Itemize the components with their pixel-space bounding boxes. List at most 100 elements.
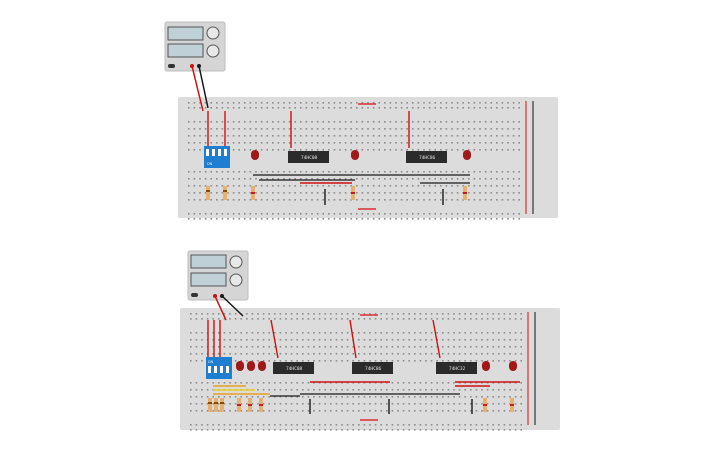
breadboard-hole bbox=[380, 429, 382, 431]
breadboard-hole bbox=[339, 178, 341, 180]
breadboard-hole bbox=[384, 192, 386, 194]
breadboard-hole bbox=[419, 382, 422, 384]
wire-power-black[interactable] bbox=[198, 65, 209, 109]
breadboard-hole bbox=[285, 382, 287, 384]
resistor-icon[interactable] bbox=[463, 186, 467, 200]
breadboard-hole bbox=[490, 199, 492, 201]
breadboard-hole bbox=[279, 410, 282, 412]
breadboard-hole bbox=[335, 360, 338, 362]
breadboard-hole bbox=[434, 213, 436, 215]
wire-power-black[interactable] bbox=[221, 295, 244, 317]
breadboard-hole bbox=[255, 149, 257, 151]
ic-chip-74hc32[interactable]: 74HC32 bbox=[436, 362, 477, 374]
breadboard-hole bbox=[484, 171, 487, 173]
power-supply-icon[interactable] bbox=[187, 250, 249, 301]
breadboard-hole bbox=[374, 429, 377, 431]
dip-switch-icon[interactable]: ON bbox=[206, 357, 232, 379]
breadboard-hole bbox=[412, 102, 414, 104]
breadboard-hole bbox=[367, 178, 369, 180]
resistor-icon[interactable] bbox=[510, 398, 514, 412]
breadboard-hole bbox=[389, 102, 392, 104]
resistor-icon[interactable] bbox=[206, 186, 210, 200]
breadboard-hole bbox=[296, 382, 298, 384]
resistor-icon[interactable] bbox=[214, 398, 218, 412]
dip-switch-icon[interactable]: ON bbox=[204, 146, 230, 168]
breadboard-hole bbox=[344, 128, 347, 130]
breadboard-hole bbox=[451, 149, 453, 151]
breadboard-hole bbox=[395, 149, 397, 151]
led-icon[interactable] bbox=[482, 361, 490, 371]
breadboard-hole bbox=[423, 102, 425, 104]
ic-chip-74hc08[interactable]: 74HC08 bbox=[273, 362, 314, 374]
breadboard-hole bbox=[423, 149, 425, 151]
breadboard-hole bbox=[484, 213, 487, 215]
jumper-wires-2[interactable] bbox=[207, 319, 520, 414]
wire-power-red[interactable] bbox=[214, 295, 227, 321]
resistor-icon[interactable] bbox=[223, 186, 227, 200]
resistor-icon[interactable] bbox=[483, 398, 487, 412]
led-icon[interactable] bbox=[351, 150, 359, 160]
breadboard-hole bbox=[260, 213, 263, 215]
breadboard-hole bbox=[311, 171, 313, 173]
breadboard-hole bbox=[445, 135, 448, 137]
led-icon[interactable] bbox=[236, 361, 244, 371]
ic-chip-74hc86[interactable]: 74HC86 bbox=[352, 362, 393, 374]
resistor-icon[interactable] bbox=[208, 398, 212, 412]
breadboard-hole bbox=[402, 389, 405, 391]
breadboard-hole bbox=[279, 389, 282, 391]
breadboard-hole bbox=[201, 346, 203, 348]
breadboard-hole bbox=[514, 318, 517, 320]
breadboard-hole bbox=[249, 107, 252, 109]
breadboard-hole bbox=[212, 424, 214, 426]
breadboard-hole bbox=[436, 313, 438, 315]
breadboard-hole bbox=[423, 135, 425, 137]
breadboard-hole bbox=[402, 360, 405, 362]
led-icon[interactable] bbox=[509, 361, 517, 371]
jumper-wires-1[interactable] bbox=[207, 111, 470, 205]
breadboard-hole bbox=[294, 178, 296, 180]
breadboard-hole bbox=[318, 396, 321, 398]
power-supply-icon[interactable] bbox=[164, 21, 226, 72]
led-icon[interactable] bbox=[247, 361, 255, 371]
breadboard-hole bbox=[262, 396, 265, 398]
breadboard-hole bbox=[246, 318, 248, 320]
chip-label: 74HC32 bbox=[449, 366, 466, 372]
breadboard-hole bbox=[518, 185, 520, 187]
breadboard-hole bbox=[470, 318, 472, 320]
breadboard-hole bbox=[318, 424, 321, 426]
breadboard-hole bbox=[481, 424, 483, 426]
breadboard-hole bbox=[316, 213, 319, 215]
resistor-icon[interactable] bbox=[237, 398, 241, 412]
breadboard-hole bbox=[414, 403, 416, 405]
wire-power-red[interactable] bbox=[191, 65, 204, 112]
breadboard-hole bbox=[305, 178, 308, 180]
breadboard-hole bbox=[442, 339, 444, 341]
ic-chip-74hc08[interactable]: 74HC08 bbox=[288, 151, 329, 163]
breadboard-hole bbox=[486, 410, 489, 412]
breadboard-hole bbox=[344, 192, 347, 194]
breadboard-hole bbox=[384, 135, 386, 137]
breadboard-hole bbox=[223, 424, 226, 426]
breadboard-hole bbox=[212, 382, 214, 384]
breadboard-hole bbox=[430, 396, 433, 398]
breadboard-hole bbox=[294, 185, 296, 187]
resistor-icon[interactable] bbox=[251, 186, 255, 200]
breadboard-hole bbox=[380, 346, 382, 348]
breadboard-hole bbox=[468, 121, 470, 123]
breadboard-hole bbox=[279, 332, 282, 334]
led-icon[interactable] bbox=[251, 150, 259, 160]
ic-chip-74hc86[interactable]: 74HC86 bbox=[406, 151, 447, 163]
breadboard-hole bbox=[328, 171, 330, 173]
breadboard-hole bbox=[479, 135, 481, 137]
resistor-icon[interactable] bbox=[259, 398, 263, 412]
resistor-icon[interactable] bbox=[248, 398, 252, 412]
breadboard-hole bbox=[356, 149, 358, 151]
resistor-icon[interactable] bbox=[220, 398, 224, 412]
breadboard-hole bbox=[442, 389, 444, 391]
breadboard-hole bbox=[350, 128, 352, 130]
led-icon[interactable] bbox=[463, 150, 471, 160]
led-icon[interactable] bbox=[258, 361, 266, 371]
breadboard-1[interactable] bbox=[178, 97, 558, 220]
resistor-icon[interactable] bbox=[351, 186, 355, 200]
